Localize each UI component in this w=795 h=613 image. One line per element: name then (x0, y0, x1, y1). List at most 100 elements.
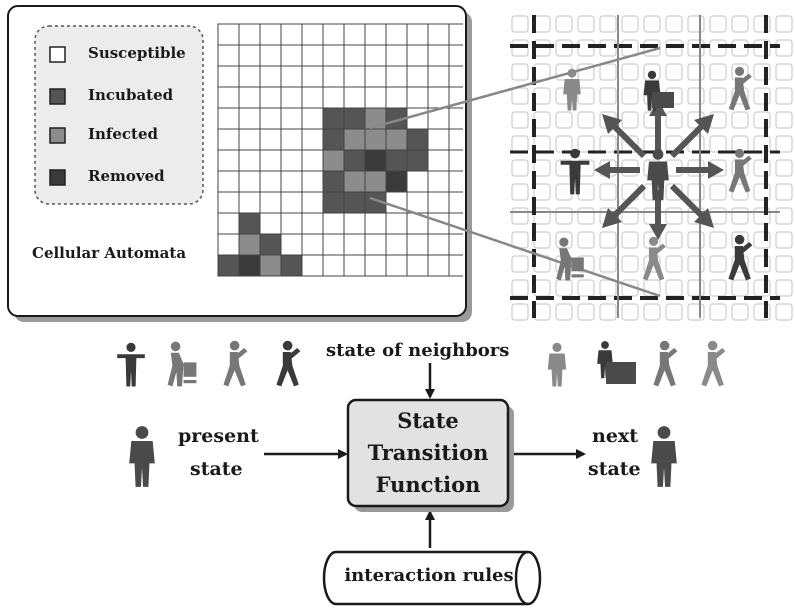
background-tile (621, 231, 639, 249)
grid-cell (301, 65, 324, 88)
background-tile (775, 255, 793, 273)
background-tile (731, 279, 749, 297)
background-tile (753, 231, 771, 249)
grid-cell (364, 254, 387, 277)
grid-cell (217, 23, 240, 46)
grid-cell (301, 149, 324, 172)
background-tile (687, 63, 705, 81)
grid-cell (427, 149, 450, 172)
grid-cell (385, 170, 408, 193)
grid-cell (217, 128, 240, 151)
grid-cell (322, 86, 345, 109)
grid-cell (259, 149, 282, 172)
grid-cell (259, 23, 282, 46)
legend-box (34, 25, 204, 205)
background-tile (533, 183, 551, 201)
grid-cell (217, 44, 240, 67)
grid-cell (364, 212, 387, 235)
next-state-line2: state (588, 458, 641, 480)
grid-cell (343, 149, 366, 172)
background-tile (599, 255, 617, 273)
grid-cell (343, 23, 366, 46)
grid-cell (322, 233, 345, 256)
grid-cell (259, 254, 282, 277)
background-tile (577, 279, 595, 297)
present-state-line1: present (178, 425, 259, 447)
grid-cell (385, 86, 408, 109)
background-tile (709, 255, 727, 273)
background-tile (511, 303, 529, 321)
grid-cell (217, 65, 240, 88)
grid-cell (385, 65, 408, 88)
background-tile (665, 207, 683, 225)
grid-cell (280, 65, 303, 88)
grid-cell (406, 128, 429, 151)
grid-cell (238, 86, 261, 109)
grid-cell (280, 44, 303, 67)
background-tile (753, 15, 771, 33)
grid-cell (301, 23, 324, 46)
background-tile (709, 15, 727, 33)
grid-cell (259, 128, 282, 151)
grid-cell (217, 254, 240, 277)
background-tile (665, 303, 683, 321)
background-tile (731, 303, 749, 321)
background-tile (533, 207, 551, 225)
background-tile (665, 255, 683, 273)
background-tile (753, 183, 771, 201)
background-tile (709, 303, 727, 321)
grid-cell (259, 191, 282, 214)
grid-cell (406, 149, 429, 172)
background-tile (555, 303, 573, 321)
background-tile (599, 15, 617, 33)
background-tile (577, 111, 595, 129)
grid-cell (364, 170, 387, 193)
grid-cell (427, 170, 450, 193)
background-tile (775, 15, 793, 33)
grid-cell (427, 23, 450, 46)
grid-cell (406, 170, 429, 193)
background-tile (555, 15, 573, 33)
present-state-line2: state (190, 458, 243, 480)
grid-cell (301, 44, 324, 67)
background-tile (511, 63, 529, 81)
background-tile (599, 279, 617, 297)
ca-caption: Cellular Automata (32, 244, 187, 262)
present-state-person-icon (129, 426, 155, 487)
grid-cell (385, 23, 408, 46)
grid-cell (259, 212, 282, 235)
grid-cell (322, 128, 345, 151)
row-running-person-icon (653, 340, 678, 387)
next-state-line1: next (592, 425, 639, 447)
grid-cell (343, 212, 366, 235)
grid-cell (280, 233, 303, 256)
grid-cell (343, 44, 366, 67)
grid-cell (217, 212, 240, 235)
grid-cell (322, 191, 345, 214)
background-tile (577, 15, 595, 33)
background-tile (775, 231, 793, 249)
grid-cell (217, 170, 240, 193)
legend-swatch-removed (49, 169, 66, 186)
neighbor-arrows (594, 100, 724, 240)
grid-cell (238, 107, 261, 130)
grid-cell (385, 233, 408, 256)
background-tile (775, 63, 793, 81)
background-tile (753, 111, 771, 129)
grid-cell (343, 107, 366, 130)
zoom-connector-top (369, 46, 661, 130)
background-tile (775, 207, 793, 225)
background-tile (775, 183, 793, 201)
grid-cell (217, 191, 240, 214)
background-tile (687, 255, 705, 273)
background-tile (511, 207, 529, 225)
grid-cell (280, 149, 303, 172)
grid-cell (427, 65, 450, 88)
background-tile (599, 231, 617, 249)
grid-cell (301, 107, 324, 130)
grid-cell (217, 86, 240, 109)
grid-cell (280, 86, 303, 109)
legend-label-removed: Removed (88, 167, 165, 185)
grid-cell (238, 44, 261, 67)
